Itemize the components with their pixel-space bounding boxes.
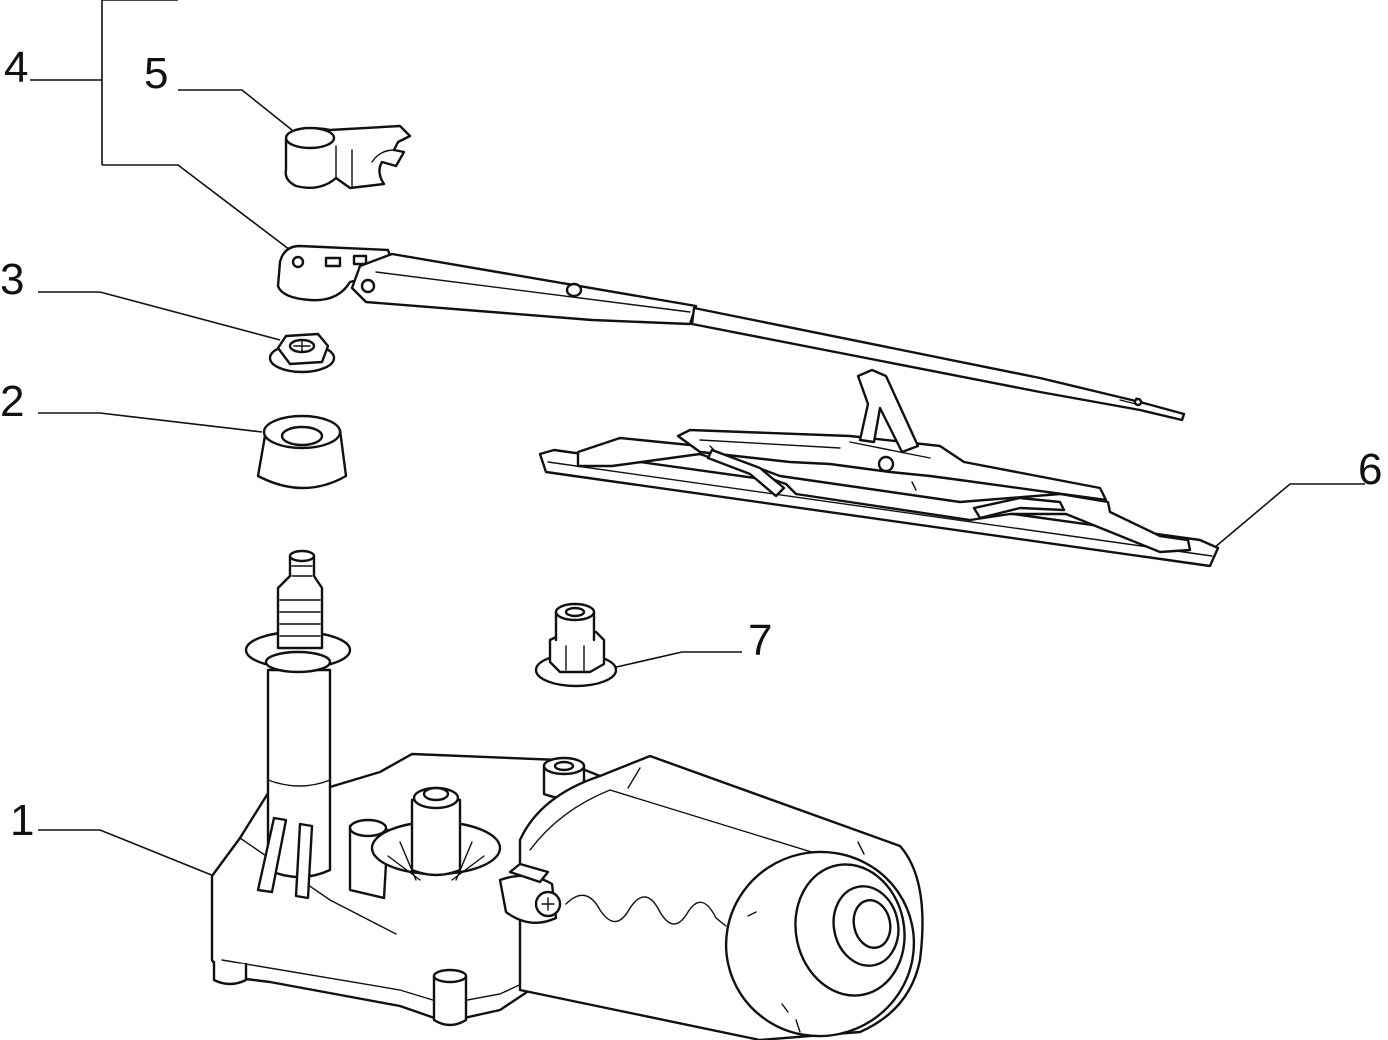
callout-4: 4 (4, 43, 28, 92)
callout-6: 6 (1358, 445, 1382, 494)
part-6-wiper-blade (538, 368, 1220, 568)
leader-lines (30, 0, 1365, 877)
callout-2: 2 (0, 377, 24, 426)
part-7-spacer-nut (534, 602, 618, 688)
leader-6 (1207, 483, 1365, 554)
part-4-wiper-arm (276, 244, 1186, 422)
leader-3 (38, 291, 281, 341)
part-5-arm-cap (284, 124, 412, 190)
leader-7 (611, 651, 742, 669)
part-2-rubber-cap (256, 414, 348, 490)
leader-2 (38, 412, 263, 433)
part-1-wiper-motor (210, 549, 924, 1040)
leader-5 (178, 89, 293, 131)
leader-4 (30, 0, 291, 251)
callout-labels: 4 5 3 2 1 6 7 (0, 43, 1382, 845)
callout-5: 5 (144, 49, 168, 98)
callout-7: 7 (748, 616, 772, 665)
callout-3: 3 (0, 255, 24, 304)
callout-1: 1 (10, 796, 34, 845)
part-3-nut (268, 332, 336, 374)
leader-1 (38, 829, 215, 877)
